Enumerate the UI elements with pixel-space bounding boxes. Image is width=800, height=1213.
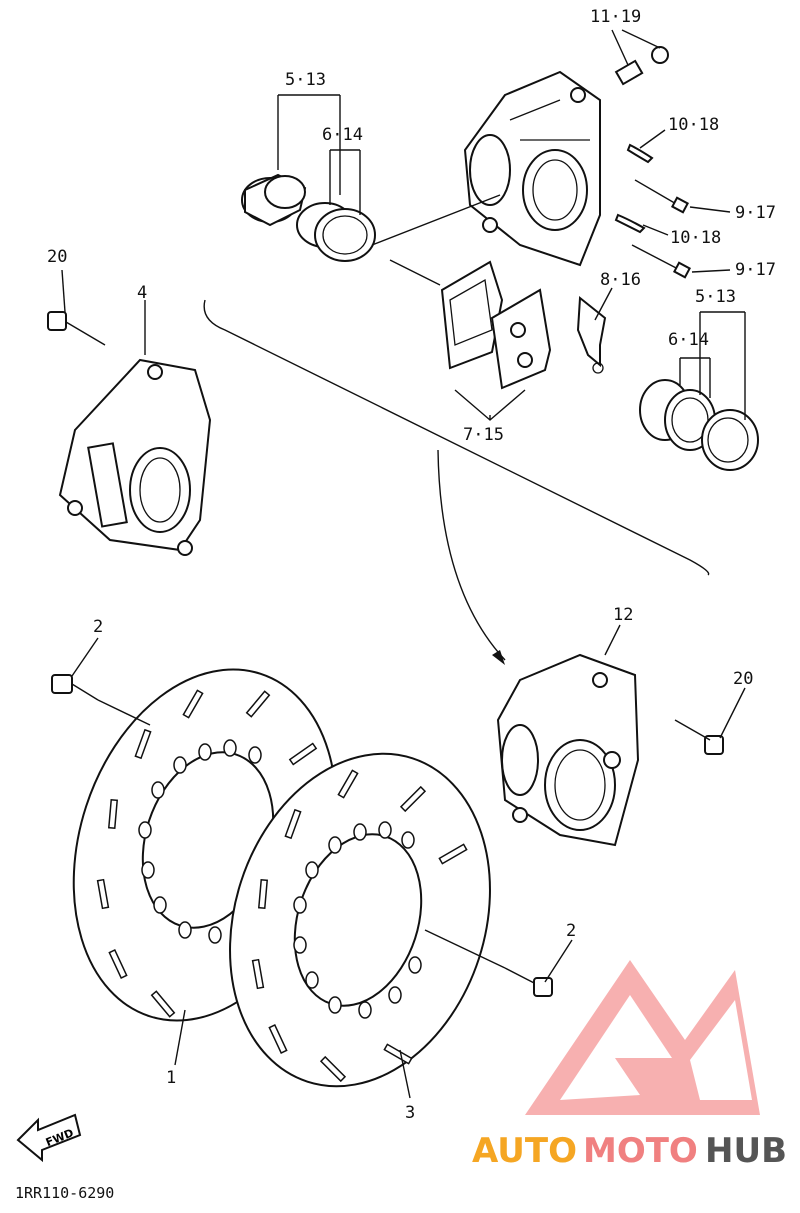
label-12: 12: [613, 605, 633, 625]
right-caliper-bolt: [674, 719, 724, 755]
watermark-text-auto: AUTO: [472, 1131, 577, 1171]
watermark-logo: [525, 960, 760, 1115]
assembly-arrow-head: [492, 650, 505, 665]
label-5-13-top: 5·13: [285, 70, 326, 90]
pad-pin-upper: [634, 179, 689, 214]
label-leaders: [61, 94, 746, 1099]
label-5-13-right: 5·13: [695, 287, 736, 307]
left-caliper-4: [58, 358, 212, 556]
pad-pin-lower: [631, 244, 691, 279]
label-2-bottom: 2: [566, 921, 576, 941]
leader-seals-to-caliper: [371, 194, 501, 246]
label-2-top: 2: [93, 617, 103, 637]
label-20-right: 20: [733, 669, 753, 689]
label-6-14-right: 6·14: [668, 330, 709, 350]
group-bracket: [203, 299, 710, 576]
disc-bolt-bottom: [424, 929, 553, 997]
disc-bolt-top: [51, 674, 151, 726]
watermark-text-hub: HUB: [705, 1131, 787, 1171]
bleed-screw: [611, 29, 669, 86]
label-11-19: 11·19: [590, 7, 641, 27]
label-9-17-lower: 9·17: [735, 260, 776, 280]
label-6-14-top: 6·14: [322, 125, 363, 145]
piston-right: [701, 409, 759, 471]
label-1: 1: [166, 1068, 176, 1088]
leader-pads-to-caliper: [389, 259, 441, 286]
label-7-15: 7·15: [463, 425, 504, 445]
label-20-left: 20: [47, 247, 67, 267]
label-3: 3: [405, 1103, 415, 1123]
label-8-16: 8·16: [600, 270, 641, 290]
diagram-code: 1RR110-6290: [15, 1184, 114, 1202]
top-caliper-body: [463, 70, 601, 267]
brake-pad-a: [440, 260, 504, 370]
left-caliper-bolt: [47, 311, 106, 346]
brake-pad-b: [490, 288, 552, 390]
fwd-arrow-icon: [16, 1113, 82, 1163]
watermark-text-moto: MOTO: [583, 1131, 698, 1171]
pin-clip-lower: [614, 213, 646, 234]
piston-top: [241, 173, 307, 227]
assembly-arrow: [437, 449, 506, 661]
piston-seals-top: [296, 202, 376, 262]
label-10-18-upper: 10·18: [668, 115, 719, 135]
label-10-18-lower: 10·18: [670, 228, 721, 248]
brake-disc-3: [229, 752, 491, 1088]
label-9-17-upper: 9·17: [735, 203, 776, 223]
label-4: 4: [137, 283, 147, 303]
pin-clip-upper: [626, 143, 654, 164]
right-caliper-12: [496, 653, 640, 847]
